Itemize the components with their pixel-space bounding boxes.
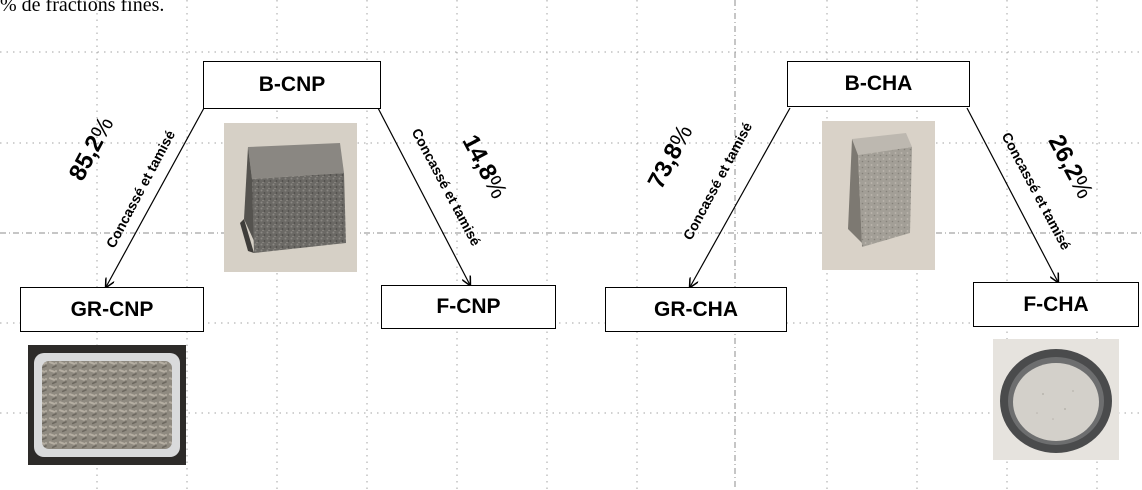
arrow-b-cnp-to-f-cnp	[377, 107, 470, 285]
arrow-b-cha-to-f-cha	[966, 107, 1058, 282]
box-b-cha-label: B-CHA	[844, 72, 913, 95]
cnp-aggregate-photo	[28, 345, 186, 465]
arrow-b-cnp-to-gr-cnp	[106, 107, 205, 287]
cha-block-photo	[822, 121, 935, 270]
box-f-cha: F-CHA	[973, 282, 1139, 327]
box-f-cnp-label: F-CNP	[436, 295, 501, 318]
box-gr-cha: GR-CHA	[605, 287, 787, 332]
arrow-b-cha-to-gr-cha	[690, 107, 791, 287]
header-text-fragment: % de fractions fines.	[0, 0, 165, 16]
box-gr-cha-label: GR-CHA	[654, 297, 738, 321]
cha-fines-photo	[993, 339, 1119, 460]
box-f-cha-label: F-CHA	[1023, 292, 1089, 316]
cnp-block-photo	[224, 123, 357, 272]
box-gr-cnp-label: GR-CNP	[70, 297, 154, 321]
box-b-cnp: B-CNP	[203, 61, 381, 109]
box-gr-cnp: GR-CNP	[20, 287, 204, 332]
box-f-cnp: F-CNP	[381, 285, 556, 329]
box-b-cnp-label: B-CNP	[258, 73, 326, 96]
box-b-cha: B-CHA	[787, 61, 970, 107]
